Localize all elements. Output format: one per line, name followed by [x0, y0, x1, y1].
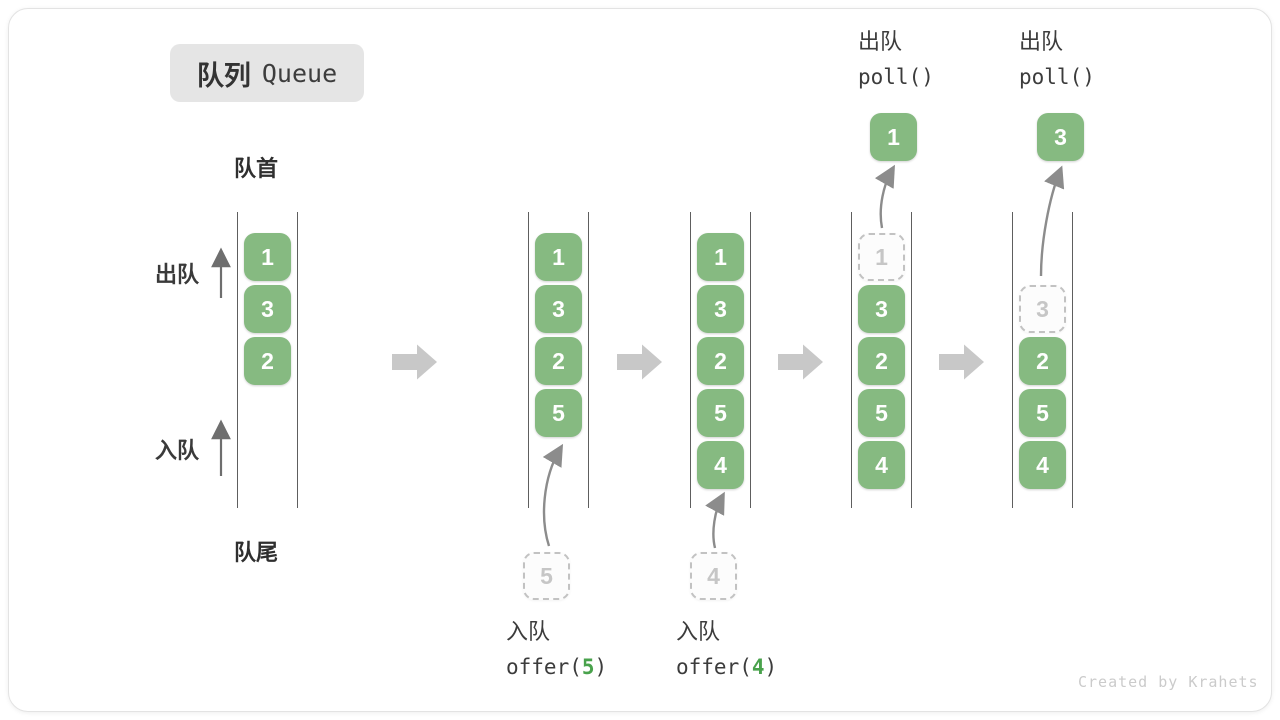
- queue-item: 3: [535, 285, 582, 333]
- queue-channel: [1012, 212, 1073, 508]
- queue-state-3: 1 3 2 5 4 4: [690, 0, 751, 720]
- operation-name: 出队: [1019, 29, 1064, 54]
- code-fn: offer(: [506, 655, 582, 679]
- queue-item: 2: [535, 337, 582, 385]
- label-enqueue-side: 入队: [155, 438, 200, 463]
- code-close: ): [764, 655, 778, 679]
- label-queue-front: 队首: [234, 156, 279, 181]
- dequeued-slot: 1: [858, 233, 905, 281]
- operation-dequeue-1: 出队 poll(): [858, 28, 934, 91]
- arrow-right-icon: [939, 344, 984, 380]
- queue-channel: [237, 212, 298, 508]
- arrow-right-icon: [617, 344, 662, 380]
- queue-item: 3: [858, 285, 905, 333]
- enqueue-curve-arrow-icon: [705, 491, 725, 549]
- queue-item: 3: [244, 285, 291, 333]
- queue-item: 5: [1019, 389, 1066, 437]
- queue-item: 4: [1019, 441, 1066, 489]
- dequeue-curve-arrow-icon: [1039, 165, 1065, 277]
- label-dequeue-side: 出队: [155, 262, 200, 287]
- dequeued-slot: 3: [1019, 285, 1066, 333]
- operation-dequeue-2: 出队 poll(): [1019, 28, 1095, 91]
- queue-item: 4: [697, 441, 744, 489]
- queue-item: 2: [1019, 337, 1066, 385]
- arrow-right-icon: [392, 344, 437, 380]
- queue-item: 3: [697, 285, 744, 333]
- dequeue-arrow-up-icon: [211, 247, 231, 298]
- queue-channel: [690, 212, 751, 508]
- operation-name: 出队: [858, 29, 903, 54]
- enqueue-arrow-up-icon: [211, 419, 231, 476]
- queue-item: 4: [858, 441, 905, 489]
- code-fn: offer(: [676, 655, 752, 679]
- queue-channel: [528, 212, 589, 508]
- watermark: Created by Krahets: [1078, 673, 1259, 691]
- incoming-item: 4: [690, 552, 737, 600]
- queue-item: 2: [858, 337, 905, 385]
- operation-code: offer(4): [676, 653, 777, 681]
- code-close: ): [594, 655, 608, 679]
- label-queue-rear: 队尾: [234, 540, 279, 565]
- code-arg: 4: [751, 655, 765, 679]
- queue-item: 2: [697, 337, 744, 385]
- queue-item: 5: [858, 389, 905, 437]
- dequeued-item: 1: [870, 113, 917, 161]
- title-badge: 队列 Queue: [170, 44, 364, 102]
- operation-name: 入队: [506, 619, 551, 644]
- queue-item: 2: [244, 337, 291, 385]
- operation-enqueue-5: 入队 offer(5): [506, 618, 607, 681]
- queue-state-1: 1 3 2: [237, 0, 298, 720]
- code-arg: 5: [581, 655, 595, 679]
- queue-item: 1: [244, 233, 291, 281]
- queue-state-2: 1 3 2 5 5: [523, 0, 589, 720]
- queue-state-4: 1 3 2 5 4 1: [851, 0, 917, 720]
- operation-code: poll(): [858, 65, 934, 89]
- dequeued-item: 3: [1037, 113, 1084, 161]
- operation-enqueue-4: 入队 offer(4): [676, 618, 777, 681]
- queue-item: 5: [697, 389, 744, 437]
- incoming-item: 5: [523, 552, 570, 600]
- arrow-right-icon: [778, 344, 823, 380]
- queue-state-5: 3 2 5 4 3: [1012, 0, 1084, 720]
- queue-item: 5: [535, 389, 582, 437]
- queue-item: 1: [535, 233, 582, 281]
- dequeue-curve-arrow-icon: [874, 164, 895, 229]
- operation-code: offer(5): [506, 653, 607, 681]
- title-en: Queue: [261, 58, 338, 88]
- queue-channel: [851, 212, 912, 508]
- operation-code: poll(): [1019, 65, 1095, 89]
- title-zh: 队列: [196, 60, 251, 91]
- queue-item: 1: [697, 233, 744, 281]
- enqueue-curve-arrow-icon: [542, 443, 564, 547]
- operation-name: 入队: [676, 619, 721, 644]
